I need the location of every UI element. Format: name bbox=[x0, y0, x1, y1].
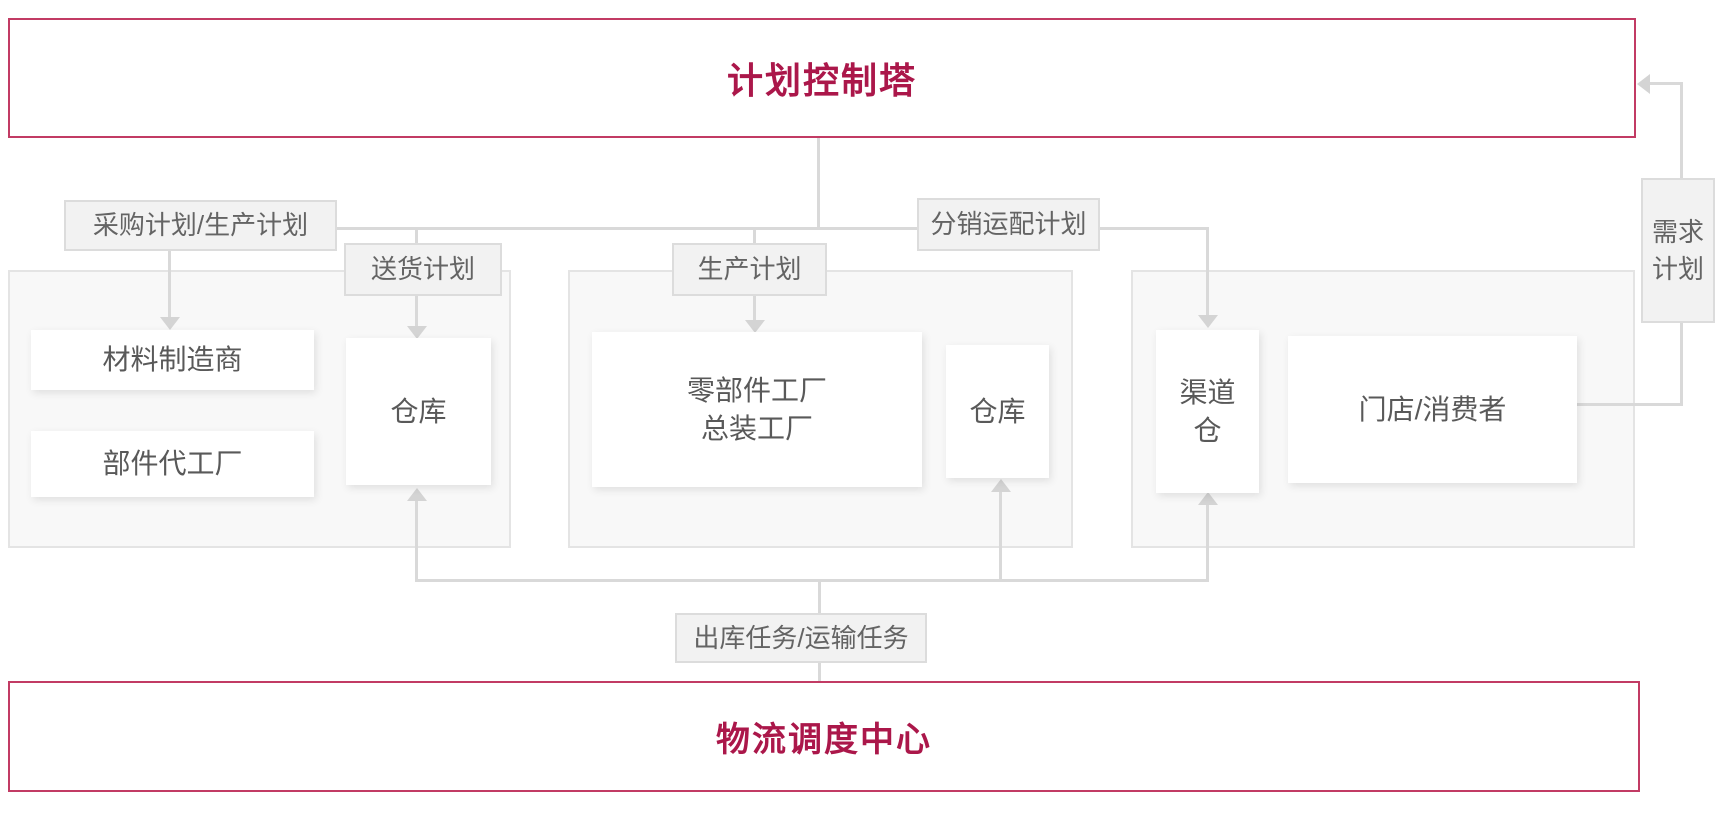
logistics-dispatch-center-title: 物流调度中心 bbox=[716, 721, 932, 759]
connector-delivery-label-in bbox=[415, 229, 418, 245]
node-material-manufacturer: 材料制造商 bbox=[31, 330, 314, 390]
connector-production-label-in bbox=[753, 229, 756, 245]
label-production-plan: 生产计划 bbox=[672, 243, 827, 296]
demand-plan-line1: 需求 bbox=[1651, 217, 1704, 248]
channel-warehouse-line2: 仓 bbox=[1193, 414, 1222, 446]
demand-plan-line2: 计划 bbox=[1651, 253, 1704, 284]
connector-trunk-riser-middle bbox=[999, 491, 1002, 579]
procurement-production-plan-text: 采购计划/生产计划 bbox=[92, 210, 309, 241]
logistics-dispatch-center-box: 物流调度中心 bbox=[8, 681, 1640, 792]
label-procurement-production-plan: 采购计划/生产计划 bbox=[64, 200, 337, 251]
factory-line2: 总装工厂 bbox=[700, 412, 813, 444]
node-warehouse-left: 仓库 bbox=[346, 338, 491, 485]
arrowhead-into-warehouse-middle-bottom bbox=[991, 479, 1011, 492]
demand-plan-text: 需求 计划 bbox=[1652, 214, 1704, 287]
arrowhead-into-warehouse-left-bottom bbox=[407, 488, 427, 501]
node-warehouse-middle-label: 仓库 bbox=[969, 395, 1026, 427]
connector-main-horizontal bbox=[337, 227, 1209, 230]
connector-trunk-riser-right bbox=[1206, 504, 1209, 579]
label-demand-plan: 需求 计划 bbox=[1641, 178, 1715, 323]
connector-store-to-demand bbox=[1577, 403, 1683, 406]
arrowhead-into-control-tower bbox=[1637, 74, 1650, 94]
connector-delivery-to-warehouse bbox=[415, 296, 418, 328]
connector-procurement-to-material bbox=[168, 251, 171, 319]
connector-demand-top-horizontal bbox=[1649, 82, 1683, 85]
arrowhead-into-material-manufacturer bbox=[160, 317, 180, 330]
arrowhead-into-channel-warehouse-bottom bbox=[1198, 492, 1218, 505]
distribution-plan-text: 分销运配计划 bbox=[930, 209, 1087, 240]
connector-trunk-riser-left bbox=[415, 500, 418, 579]
label-delivery-plan: 送货计划 bbox=[344, 243, 502, 296]
node-store-consumer-label: 门店/消费者 bbox=[1358, 393, 1507, 425]
node-material-manufacturer-label: 材料制造商 bbox=[102, 344, 243, 376]
node-parts-assembly-factory-label: 零部件工厂 总装工厂 bbox=[687, 372, 827, 448]
arrowhead-into-factory bbox=[745, 320, 765, 333]
label-distribution-plan: 分销运配计划 bbox=[917, 198, 1100, 251]
channel-warehouse-line1: 渠道 bbox=[1179, 376, 1236, 408]
arrowhead-into-channel-warehouse-top bbox=[1198, 315, 1218, 328]
node-channel-warehouse-label: 渠道 仓 bbox=[1179, 374, 1235, 450]
outbound-transport-task-text: 出库任务/运输任务 bbox=[693, 622, 909, 653]
node-warehouse-middle: 仓库 bbox=[946, 345, 1049, 478]
node-warehouse-left-label: 仓库 bbox=[390, 395, 447, 427]
production-plan-text: 生产计划 bbox=[697, 254, 802, 285]
planning-control-tower-title: 计划控制塔 bbox=[726, 60, 917, 101]
arrowhead-into-warehouse-left bbox=[407, 326, 427, 339]
delivery-plan-text: 送货计划 bbox=[370, 254, 475, 285]
node-component-oem: 部件代工厂 bbox=[31, 431, 314, 497]
node-component-oem-label: 部件代工厂 bbox=[102, 448, 243, 480]
node-store-consumer: 门店/消费者 bbox=[1288, 336, 1577, 483]
connector-production-to-factory bbox=[753, 296, 756, 322]
connector-task-trunk bbox=[415, 579, 1209, 582]
factory-line1: 零部件工厂 bbox=[686, 374, 827, 406]
node-parts-assembly-factory: 零部件工厂 总装工厂 bbox=[592, 332, 922, 487]
connector-control-tower-drop bbox=[817, 138, 820, 229]
connector-distribution-drop bbox=[1206, 229, 1209, 317]
label-outbound-transport-task: 出库任务/运输任务 bbox=[675, 613, 927, 663]
node-channel-warehouse: 渠道 仓 bbox=[1156, 330, 1259, 493]
planning-control-tower-box: 计划控制塔 bbox=[8, 18, 1636, 138]
